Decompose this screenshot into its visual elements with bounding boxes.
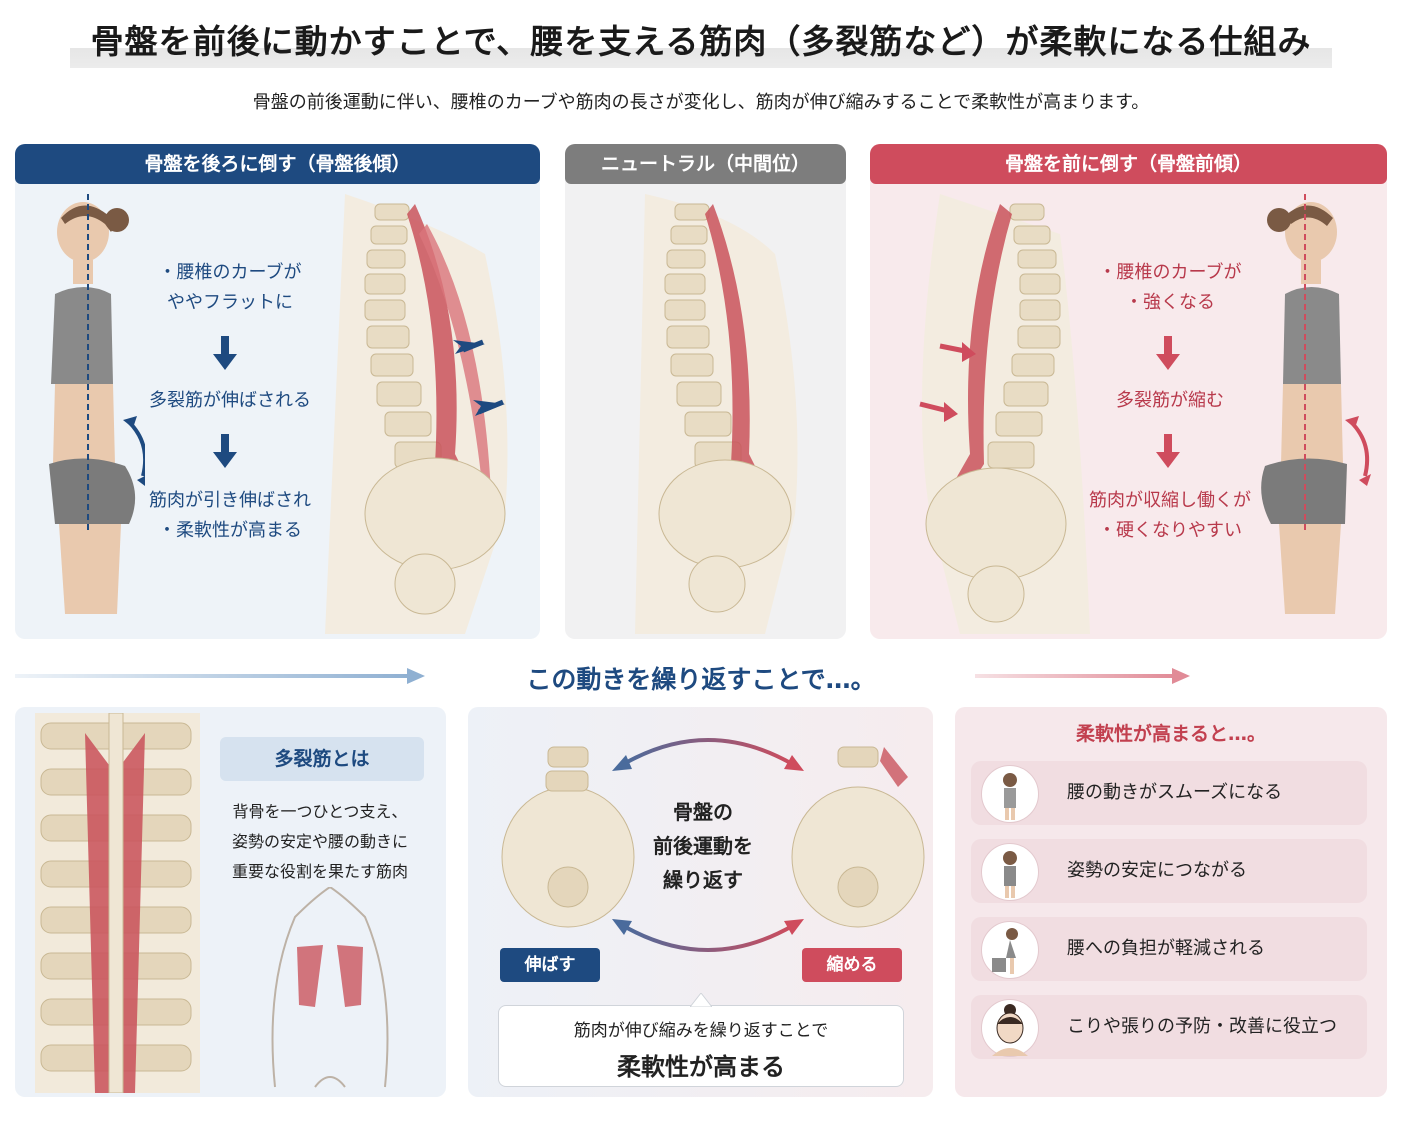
neutral-header: ニュートラル（中間位） (565, 144, 846, 184)
spine-anterior-illustration (919, 194, 1090, 634)
callout-line-2: 柔軟性が高まる (617, 1053, 785, 1081)
anterior-step-3b: ・硬くなりやすい (1098, 520, 1242, 541)
benefit-item: こりや張りの予防・改善に役立つ (971, 995, 1367, 1059)
benefit-item: 腰への負担が軽減される (971, 917, 1367, 981)
result-callout: 筋肉が伸び縮みを繰り返すことで 柔軟性が高まる (498, 1005, 904, 1087)
posterior-step-1: ・腰椎のカーブが (158, 262, 302, 283)
anterior-step-2: 多裂筋が縮む (1116, 390, 1224, 411)
posterior-step-3b: ・柔軟性が高まる (158, 520, 302, 541)
woman-side-figure-anterior (1261, 194, 1371, 614)
callout-line-1: 筋肉が伸び縮みを繰り返すことで (573, 1021, 829, 1041)
repeat-left-arrow-icon (15, 668, 425, 684)
benefits-heading: 柔軟性が高まると…。 (1075, 723, 1266, 745)
cycle-center-line: 繰り返す (663, 868, 743, 892)
repeat-right-arrow-icon (975, 668, 1190, 684)
multifidus-spine-illustration (35, 713, 200, 1093)
anterior-tilt-panel: 骨盤を前に倒す（骨盤前傾） ・腰椎のカーブが ・強くなる 多裂筋が縮む 筋肉が収… (870, 144, 1387, 639)
anterior-tilt-header: 骨盤を前に倒す（骨盤前傾） (870, 144, 1387, 184)
multifidus-label: 多裂筋とは (220, 737, 424, 781)
spine-neutral-illustration (635, 194, 798, 634)
anterior-step-1: ・腰椎のカーブが (1098, 262, 1242, 283)
stretch-tag: 伸ばす (500, 948, 600, 982)
standing-woman-icon (981, 765, 1039, 823)
benefit-item: 姿勢の安定につながる (971, 839, 1367, 903)
repeat-heading: この動きを繰り返すことで…。 (526, 665, 876, 694)
down-arrow-icon (1156, 336, 1180, 370)
posterior-step-2: 多裂筋が伸ばされる (149, 390, 311, 411)
anterior-step-3: 筋肉が収縮し働くが (1089, 490, 1251, 511)
down-arrow-icon (213, 336, 237, 370)
anterior-step-1b: ・強くなる (1125, 292, 1215, 313)
cycle-center-line: 骨盤の (673, 800, 733, 824)
spine-posterior-illustration (325, 194, 508, 634)
multifidus-panel: 多裂筋とは 背骨を一つひとつ支え、 姿勢の安定や腰の動きに 重要な役割を果たす筋… (15, 707, 446, 1097)
cycle-panel: 骨盤の 前後運動を 繰り返す 伸ばす 縮める 筋肉が伸び縮みを繰り返すことで 柔… (468, 707, 933, 1097)
callout-pointer-icon (690, 993, 712, 1007)
benefit-label: こりや張りの予防・改善に役立つ (1067, 1016, 1337, 1037)
benefit-label: 腰の動きがスムーズになる (1067, 782, 1283, 803)
woman-face-icon (981, 999, 1039, 1057)
multifidus-description: 背骨を一つひとつ支え、 姿勢の安定や腰の動きに 重要な役割を果たす筋肉 (205, 797, 435, 887)
contract-tag: 縮める (802, 948, 902, 982)
benefits-panel: 柔軟性が高まると…。 腰の動きがスムーズになる 姿勢の安定につながる 腰への負担… (955, 707, 1387, 1097)
cycle-center-text: 骨盤の 前後運動を 繰り返す (628, 795, 778, 897)
down-arrow-icon (213, 434, 237, 468)
multifidus-desc-line: 姿勢の安定や腰の動きに (231, 832, 408, 851)
posterior-step-1b: ややフラットに (167, 292, 293, 313)
neutral-panel: ニュートラル（中間位） (565, 144, 846, 639)
lifting-woman-icon (981, 921, 1039, 979)
posterior-tilt-header: 骨盤を後ろに倒す（骨盤後傾） (15, 144, 540, 184)
benefit-label: 姿勢の安定につながる (1067, 860, 1247, 881)
multifidus-desc-line: 重要な役割を果たす筋肉 (231, 862, 408, 881)
multifidus-desc-line: 背骨を一つひとつ支え、 (232, 802, 408, 821)
page-subtitle: 骨盤の前後運動に伴い、腰椎のカーブや筋肉の長さが変化し、筋肉が伸び縮みすることで… (252, 92, 1150, 113)
benefit-label: 腰への負担が軽減される (1067, 938, 1265, 959)
page-title: 骨盤を前後に動かすことで、腰を支える筋肉（多裂筋など）が柔軟になる仕組み (70, 16, 1332, 68)
pelvis-left-illustration (501, 746, 635, 928)
posture-woman-icon (981, 843, 1039, 901)
back-outline-illustration (271, 887, 389, 1088)
posterior-tilt-panel: 骨盤を後ろに倒す（骨盤後傾） ・腰椎のカーブが ややフラットに 多裂筋が伸ばされ… (15, 144, 540, 639)
pelvis-right-illustration (791, 746, 925, 928)
woman-side-figure-posterior (49, 194, 145, 614)
down-arrow-icon (1156, 434, 1180, 468)
posterior-step-3: 筋肉が引き伸ばされ (149, 490, 311, 511)
cycle-center-line: 前後運動を (653, 834, 753, 858)
cycle-arrows-icon (612, 738, 804, 952)
benefit-item: 腰の動きがスムーズになる (971, 761, 1367, 825)
